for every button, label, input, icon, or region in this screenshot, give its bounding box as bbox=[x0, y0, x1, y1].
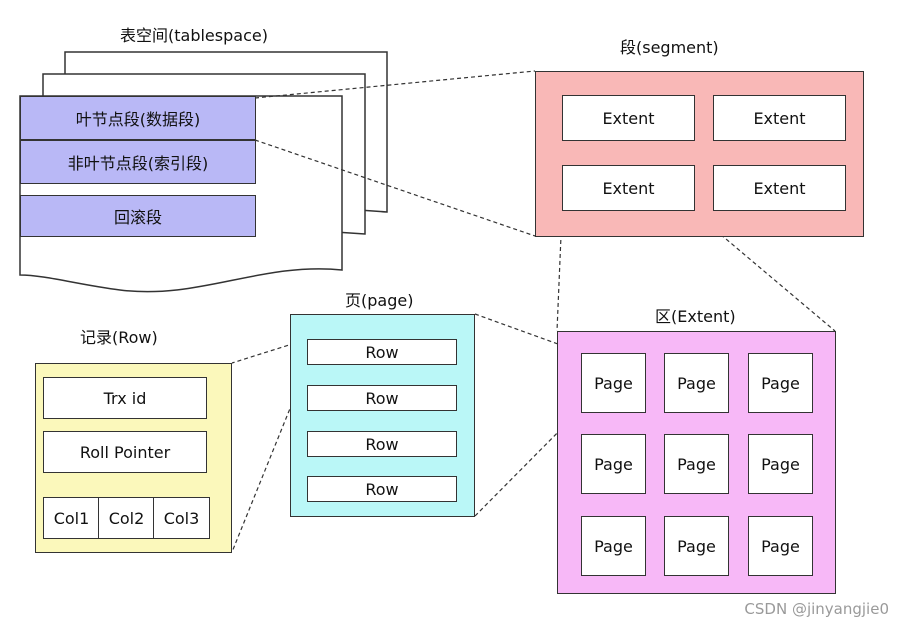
segment-title: 段(segment) bbox=[620, 38, 719, 57]
page-row-box: Row bbox=[307, 476, 457, 502]
extent-page-box: Page bbox=[664, 516, 729, 576]
connector-data-segment-to-segment-bottom bbox=[254, 139, 536, 237]
page-row-box: Row bbox=[307, 339, 457, 365]
watermark-text: CSDN @jinyangjie0 bbox=[744, 600, 889, 618]
segment-extent-box: Extent bbox=[562, 165, 695, 211]
connector-page-to-extent-bottom bbox=[474, 409, 581, 517]
page-row-box: Row bbox=[307, 385, 457, 411]
extent-box: Page Page Page Page Page Page Page Page … bbox=[557, 331, 836, 594]
extent-page-box: Page bbox=[664, 353, 729, 413]
segment-extent-box: Extent bbox=[713, 95, 846, 141]
extent-page-box: Page bbox=[664, 434, 729, 494]
extent-page-box: Page bbox=[581, 516, 646, 576]
column-field: Col1 bbox=[43, 497, 100, 539]
extent-page-box: Page bbox=[581, 434, 646, 494]
record-title: 记录(Row) bbox=[80, 328, 158, 347]
segment-bar-nonleaf: 非叶节点段(索引段) bbox=[20, 140, 256, 184]
segment-extent-box: Extent bbox=[713, 165, 846, 211]
record-box: Trx id Roll Pointer Col1 Col2 Col3 bbox=[35, 363, 232, 553]
column-field: Col2 bbox=[98, 497, 155, 539]
extent-page-box: Page bbox=[748, 434, 813, 494]
segment-extent-box: Extent bbox=[562, 95, 695, 141]
extent-page-box: Page bbox=[581, 353, 646, 413]
segment-bar-leaf: 叶节点段(数据段) bbox=[20, 96, 256, 140]
page-title: 页(page) bbox=[345, 291, 414, 310]
extent-title: 区(Extent) bbox=[655, 307, 736, 326]
connector-extent-to-extent-box-left bbox=[556, 211, 563, 332]
extent-page-box: Page bbox=[748, 353, 813, 413]
extent-page-box: Page bbox=[748, 516, 813, 576]
segment-box: Extent Extent Extent Extent bbox=[535, 71, 864, 237]
page-box: Row Row Row Row bbox=[290, 314, 475, 517]
connector-row-to-record-bottom bbox=[231, 363, 309, 553]
roll-pointer-field: Roll Pointer bbox=[43, 431, 207, 473]
column-field: Col3 bbox=[153, 497, 210, 539]
trx-id-field: Trx id bbox=[43, 377, 207, 419]
connector-data-segment-to-segment-top bbox=[254, 70, 536, 99]
segment-bar-rollback: 回滚段 bbox=[20, 195, 256, 237]
page-row-box: Row bbox=[307, 431, 457, 457]
connector-row-to-record-top bbox=[231, 338, 309, 364]
tablespace-title: 表空间(tablespace) bbox=[120, 26, 268, 45]
